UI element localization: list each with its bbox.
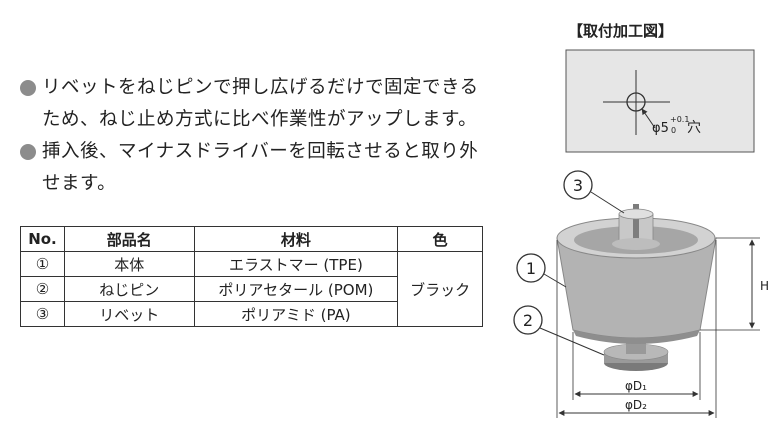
- header-part-name: 部品名: [63, 226, 195, 252]
- header-no: No.: [20, 226, 65, 252]
- dimension-d1-label: φD₁: [625, 379, 647, 393]
- rivet-slot: [633, 204, 639, 246]
- cell-no: ③: [20, 301, 65, 327]
- table-row: ② ねじピン ポリアセタール (POM): [20, 276, 483, 302]
- hole-suffix: 穴: [687, 120, 701, 136]
- dimension-h: H: [700, 237, 769, 331]
- dimension-h-label: H: [760, 279, 769, 293]
- hole-tolerance-lower: 0: [671, 126, 676, 135]
- bullet-dot-icon: [20, 80, 36, 96]
- rivet-collar: [612, 238, 660, 250]
- cell-material: ポリアセタール (POM): [193, 276, 399, 302]
- callout-2: 2: [513, 305, 605, 356]
- dimension-d: φD₁ φD₂: [556, 240, 717, 418]
- callout-3-label: 3: [573, 176, 583, 195]
- hole-leader: [641, 108, 656, 129]
- feature-bullets: リベットをねじピンで押し広げるだけで固定できるため、ねじ止め方式に比べ作業性がア…: [20, 72, 490, 200]
- cell-no: ②: [20, 276, 65, 302]
- cell-part-name: リベット: [63, 301, 195, 327]
- hole-diameter-label: φ5: [652, 121, 669, 136]
- cell-material: ポリアミド (PA): [193, 301, 399, 327]
- callout-1-label: 1: [526, 259, 536, 278]
- hole-circle: [626, 92, 646, 112]
- bullet-dot-icon: [20, 144, 36, 160]
- product-illustration: [556, 204, 717, 371]
- body-bottom-rim: [573, 330, 700, 344]
- callout-2-label: 2: [523, 311, 533, 330]
- bullet-item: 挿入後、マイナスドライバーを回転させると取り外せます。: [20, 136, 490, 200]
- bullet-item: リベットをねじピンで押し広げるだけで固定できるため、ねじ止め方式に比べ作業性がア…: [20, 72, 490, 136]
- dimension-d2-label: φD₂: [625, 398, 647, 412]
- bullet-text: リベットをねじピンで押し広げるだけで固定できるため、ねじ止め方式に比べ作業性がア…: [42, 77, 479, 130]
- callout-1: 1: [516, 253, 567, 288]
- figure-title: 【取付加工図】: [568, 22, 674, 40]
- cell-no: ①: [20, 251, 65, 277]
- cell-color: ブラック: [397, 251, 483, 327]
- parts-table: No. 部品名 材料 色 ① 本体 エラストマー (TPE) ブラック ② ねじ…: [20, 226, 483, 327]
- bullet-text: 挿入後、マイナスドライバーを回転させると取り外せます。: [42, 141, 479, 194]
- panel-rect: [565, 49, 755, 153]
- table-row: ③ リベット ポリアミド (PA): [20, 301, 483, 327]
- hole-tolerance-upper: +0.1: [670, 115, 689, 124]
- rivet-top: [618, 208, 654, 220]
- mounting-hole-diagram: φ5 +0.1 0 穴: [565, 49, 755, 153]
- callout-3: 3: [563, 170, 625, 214]
